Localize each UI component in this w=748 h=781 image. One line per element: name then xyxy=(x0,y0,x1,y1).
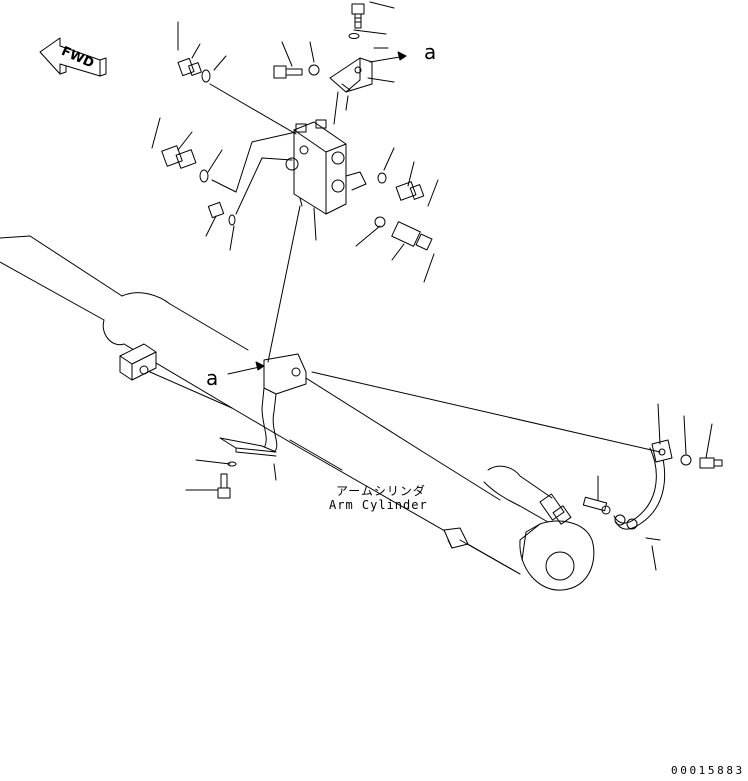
fitting-right-upper xyxy=(395,181,425,201)
arm-cylinder-tube xyxy=(0,235,521,575)
tube-lug xyxy=(119,343,233,409)
fwd-direction-arrow-icon xyxy=(39,37,107,77)
bolt-bottom-left xyxy=(217,473,231,499)
fitting-right-lower xyxy=(391,221,433,251)
cotter-pin xyxy=(645,537,661,541)
o-ring-right-lower xyxy=(374,216,386,228)
document-number: 00015883 xyxy=(671,764,745,777)
marker-arrow-bottom xyxy=(227,361,265,375)
washer-horizontal xyxy=(308,64,320,76)
bolt-clamp xyxy=(699,457,723,469)
section-marker-bottom: a xyxy=(206,366,219,390)
hose-clamp xyxy=(613,439,673,530)
fitting-left-upper xyxy=(177,57,202,77)
cylinder-label-english: Arm Cylinder xyxy=(329,498,428,512)
section-marker-top: a xyxy=(424,40,437,64)
hose-routing-lines xyxy=(209,83,661,453)
cylinder-label-japanese: アームシリンダ xyxy=(336,484,426,498)
leader-lines xyxy=(151,1,713,571)
tube-bracket xyxy=(219,353,307,457)
valve-bracket xyxy=(329,57,373,93)
fitting-left-lower xyxy=(207,201,225,219)
fitting-left-mid xyxy=(161,145,197,169)
marker-arrow-top xyxy=(369,51,407,63)
cylinder-rod-end xyxy=(483,465,595,591)
bolt-horizontal xyxy=(273,65,303,79)
o-ring-left-mid xyxy=(199,169,209,183)
o-ring-left-lower xyxy=(228,214,236,226)
washer-top xyxy=(348,33,360,39)
o-ring-left-upper xyxy=(201,69,211,83)
pin-clamp xyxy=(582,496,611,515)
washer-clamp xyxy=(680,454,692,466)
cylinder-pad xyxy=(443,527,521,575)
valve-block xyxy=(285,119,367,215)
o-ring-right-upper xyxy=(377,172,387,184)
bolt-top xyxy=(351,3,365,29)
